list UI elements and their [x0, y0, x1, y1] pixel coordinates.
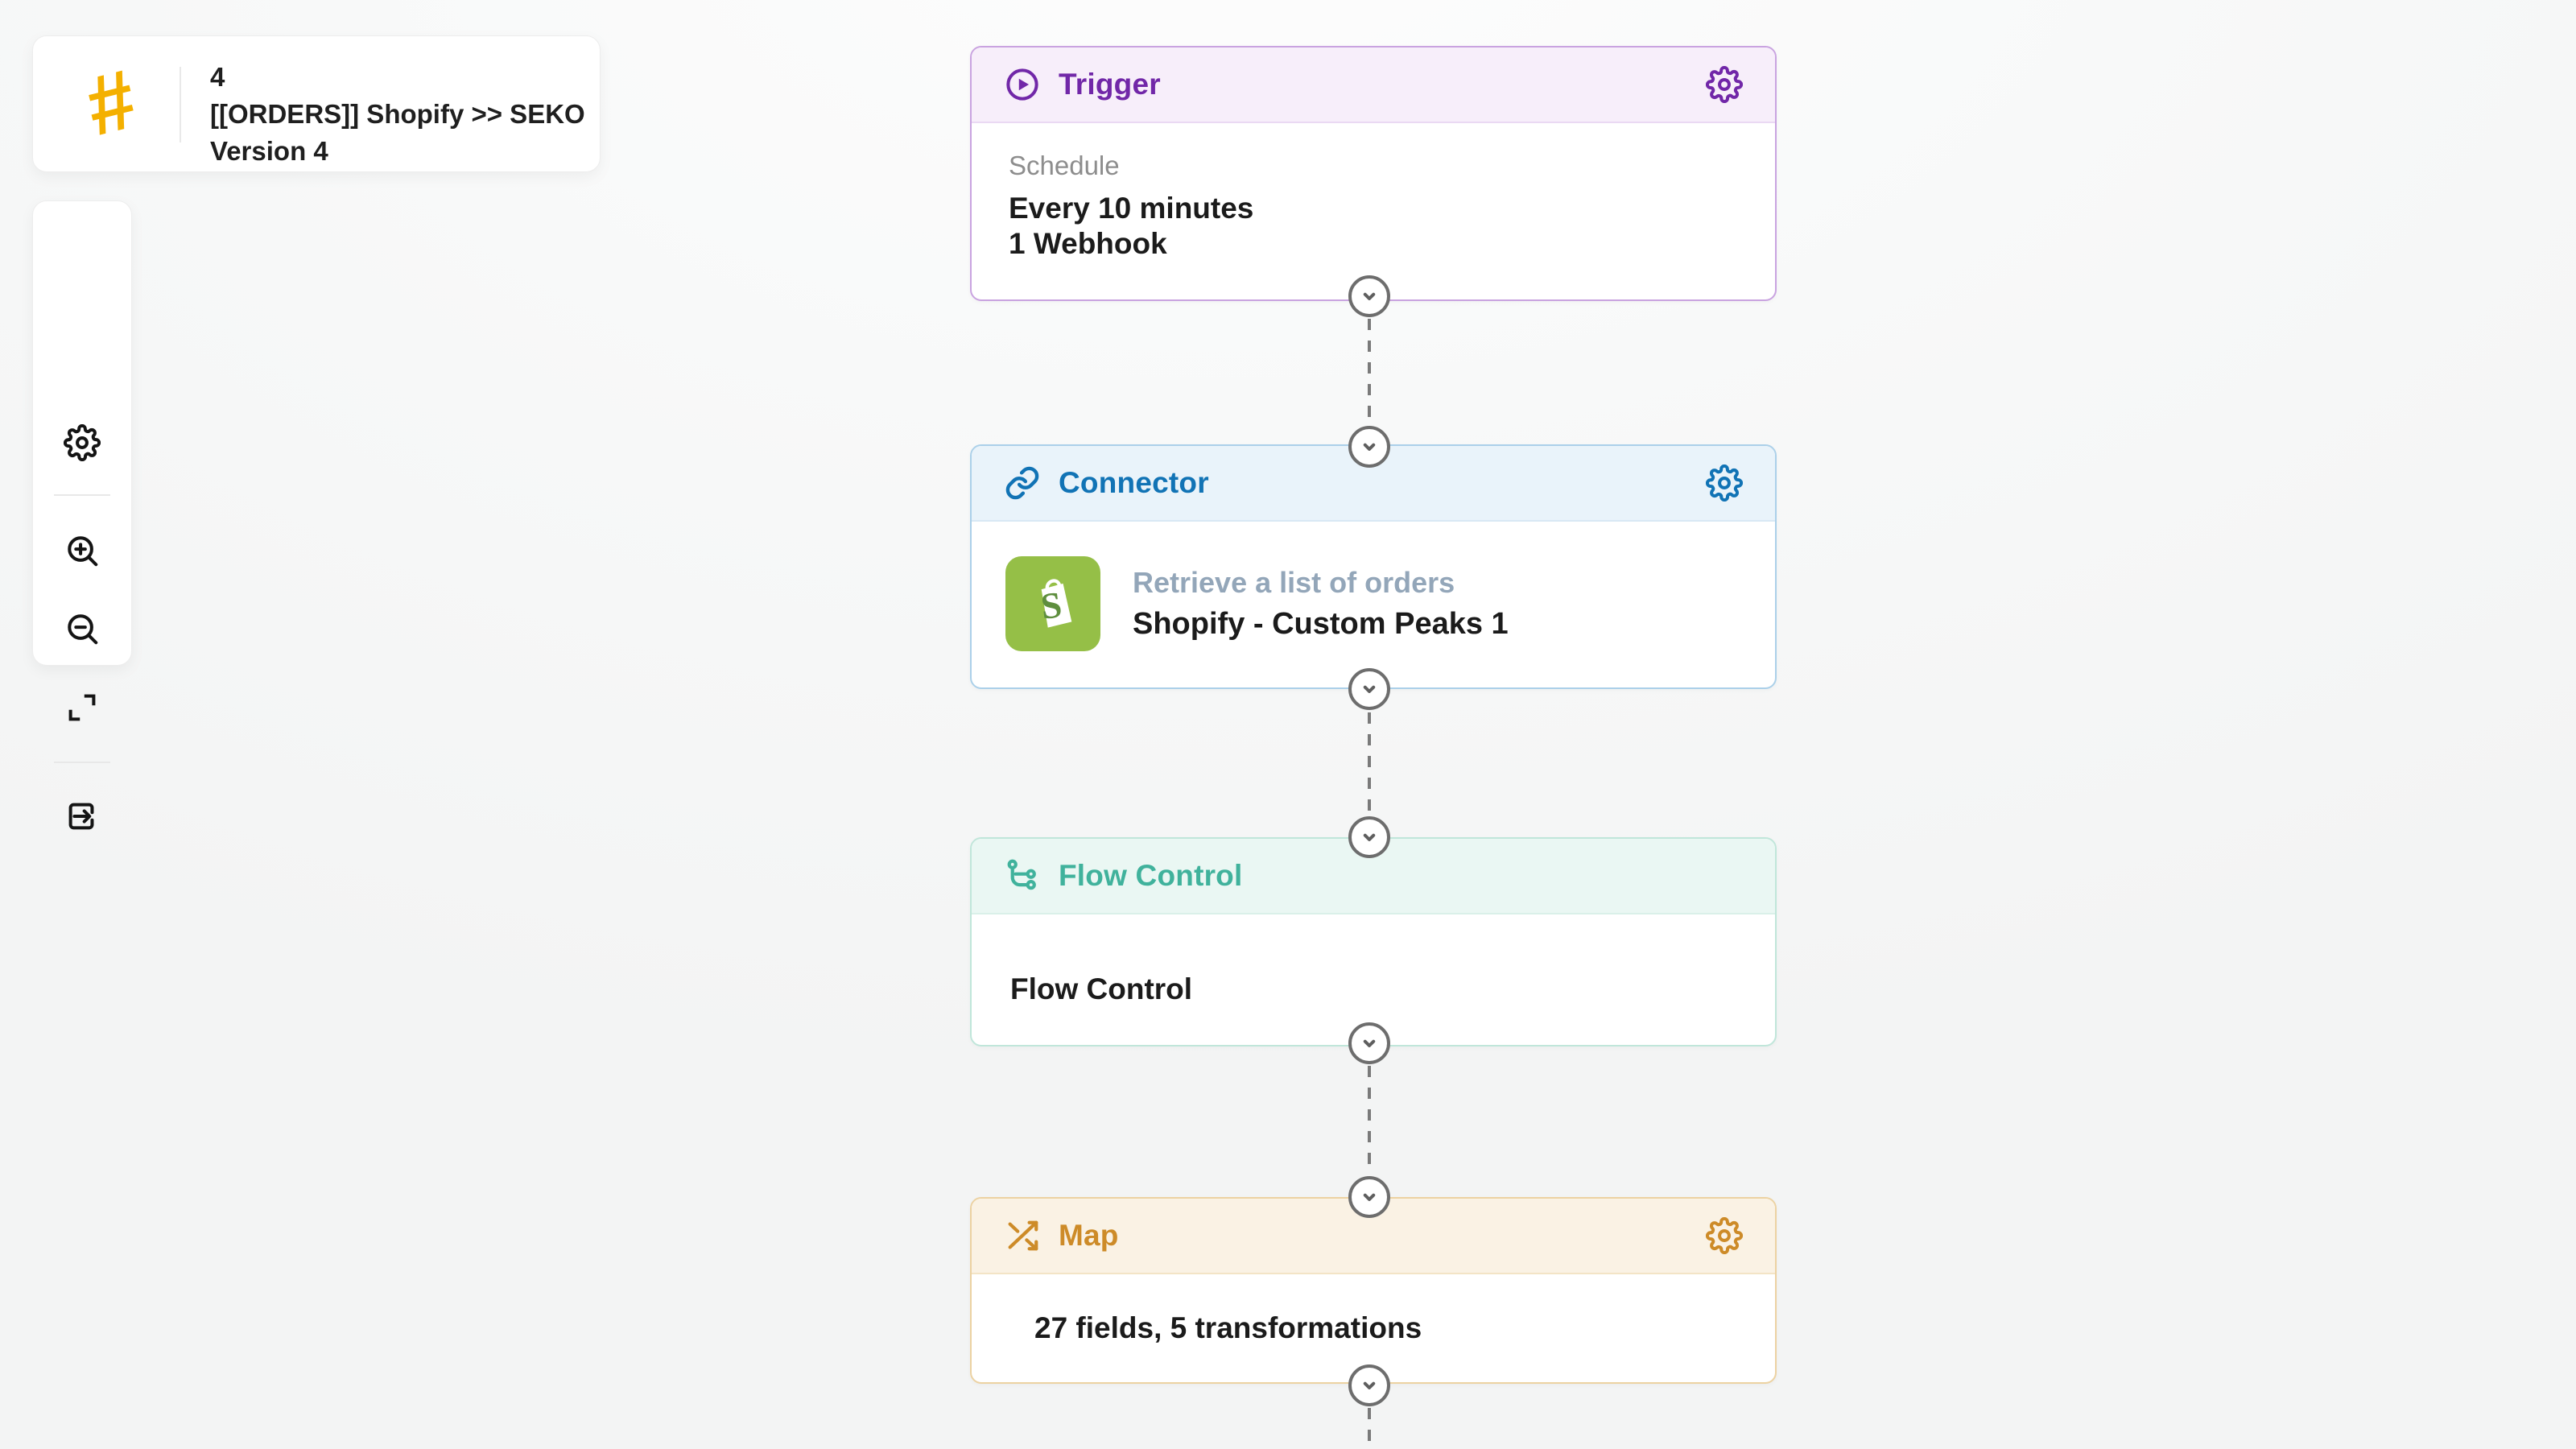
node-type-label: Connector [1059, 466, 1209, 499]
node-map[interactable]: Map 27 fields, 5 transformations [970, 1197, 1777, 1384]
trigger-schedule-line: Every 10 minutes [1009, 192, 1254, 225]
expand-step-button[interactable] [1348, 668, 1390, 710]
settings-button[interactable] [64, 424, 101, 461]
flow-link-line [1368, 1408, 1371, 1449]
flow-title-card: # 4 [[ORDERS]] Shopify >> SEKO Version 4 [32, 35, 601, 172]
node-settings-button[interactable] [1706, 1217, 1743, 1254]
flow-number: 4 [210, 62, 225, 92]
chevron-down-icon [1363, 685, 1376, 693]
zoom-in-icon [64, 532, 101, 569]
flow-link-line [1368, 712, 1371, 815]
expand-step-button[interactable] [1348, 426, 1390, 468]
chevron-down-icon [1363, 1039, 1376, 1047]
gear-icon [1706, 464, 1743, 502]
flow-link-line [1368, 1066, 1371, 1174]
zoom-in-button[interactable] [64, 532, 101, 569]
chevron-down-icon [1363, 443, 1376, 451]
node-connector[interactable]: Connector S Retrieve a list of orders Sh… [970, 444, 1777, 689]
node-type-label: Trigger [1059, 68, 1161, 101]
node-settings-button[interactable] [1706, 464, 1743, 502]
puzzle-hash-icon: # [76, 52, 146, 155]
card-divider [180, 67, 181, 142]
branch-icon [1004, 857, 1041, 894]
expand-step-button[interactable] [1348, 816, 1390, 858]
exit-button[interactable] [64, 798, 101, 835]
gear-icon [1706, 1217, 1743, 1254]
node-trigger-header: Trigger [972, 47, 1775, 123]
shopify-icon: S [1005, 556, 1100, 651]
gear-icon [64, 424, 101, 461]
expand-step-button[interactable] [1348, 1022, 1390, 1064]
flow-version: Version 4 [210, 136, 328, 166]
connector-action-label: Retrieve a list of orders [1133, 566, 1455, 599]
trigger-subtitle: Schedule [1009, 151, 1120, 180]
map-summary-label: 27 fields, 5 transformations [1034, 1311, 1422, 1344]
chevron-down-icon [1363, 1193, 1376, 1201]
toolbar-divider [54, 762, 110, 763]
chevron-down-icon [1363, 1381, 1376, 1389]
flow-link-line [1368, 319, 1371, 424]
node-settings-button[interactable] [1706, 66, 1743, 103]
zoom-out-icon [64, 610, 101, 647]
node-trigger[interactable]: Trigger Schedule Every 10 minutes 1 Webh… [970, 46, 1777, 301]
toolbar-divider [54, 494, 110, 496]
node-type-label: Flow Control [1059, 859, 1243, 892]
expand-step-button[interactable] [1348, 1364, 1390, 1406]
flow-control-label: Flow Control [1010, 972, 1193, 1005]
expand-step-button[interactable] [1348, 1176, 1390, 1218]
connector-name-label: Shopify - Custom Peaks 1 [1133, 607, 1509, 641]
expand-step-button[interactable] [1348, 275, 1390, 317]
exit-icon [64, 798, 101, 835]
expand-icon [64, 689, 101, 726]
link-icon [1004, 464, 1041, 502]
canvas-toolbar [32, 200, 132, 830]
play-circle-icon [1004, 66, 1041, 103]
trigger-webhook-line: 1 Webhook [1009, 227, 1167, 260]
flow-title-text: 4 [[ORDERS]] Shopify >> SEKO Version 4 [210, 59, 585, 170]
node-flow-control-header: Flow Control [972, 839, 1775, 914]
node-flow-control[interactable]: Flow Control Flow Control [970, 837, 1777, 1046]
node-type-label: Map [1059, 1219, 1119, 1252]
flow-name: [[ORDERS]] Shopify >> SEKO [210, 99, 585, 129]
gear-icon [1706, 66, 1743, 103]
chevron-down-icon [1363, 292, 1376, 300]
shuffle-icon [1004, 1217, 1041, 1254]
fit-view-button[interactable] [64, 689, 101, 726]
zoom-out-button[interactable] [64, 610, 101, 647]
chevron-down-icon [1363, 833, 1376, 841]
